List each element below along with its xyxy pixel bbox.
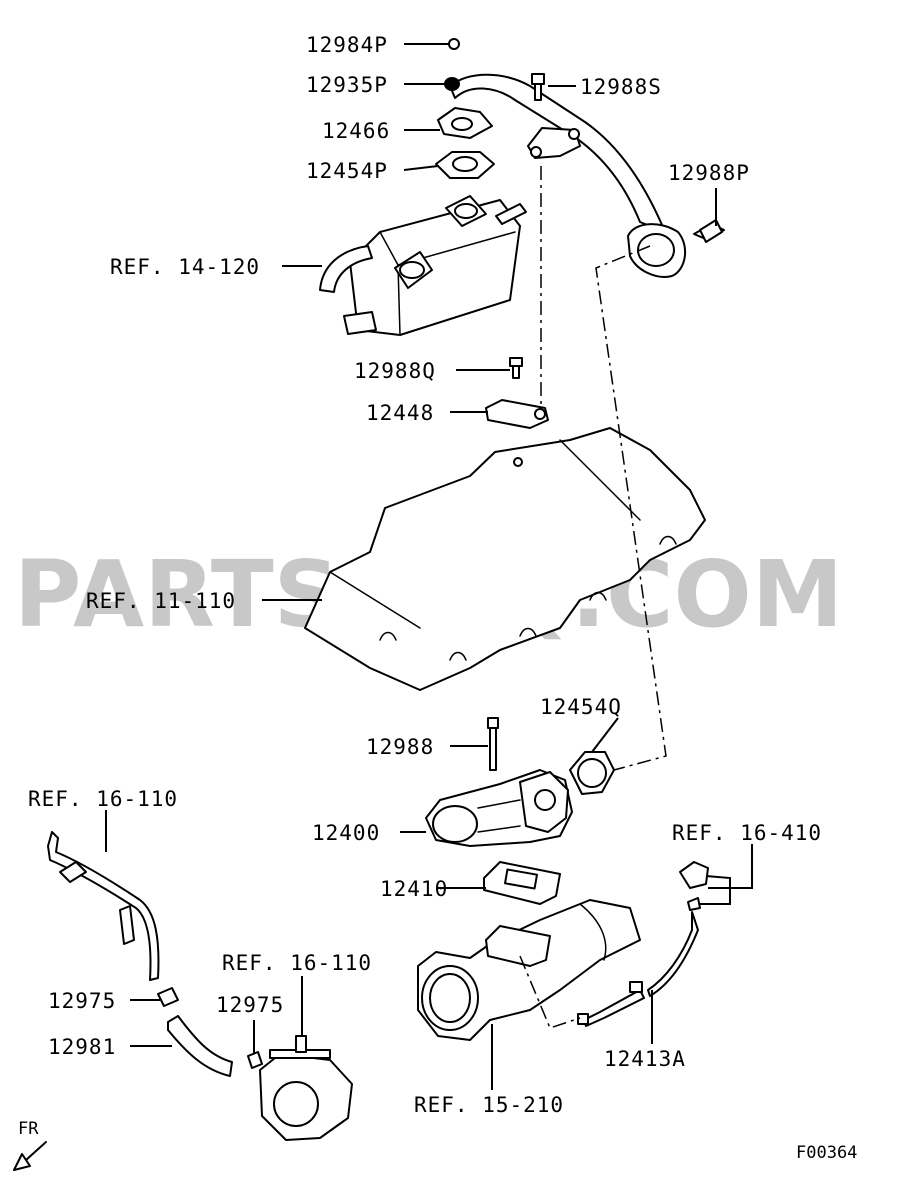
label-12975-right[interactable]: 12975 <box>216 993 284 1017</box>
water-pipe-ref-16-110-left[interactable] <box>47 831 160 981</box>
gasket-12410[interactable] <box>483 861 561 905</box>
nut-12984P[interactable] <box>448 38 460 50</box>
label-ref-15-210[interactable]: REF. 15-210 <box>414 1093 564 1117</box>
label-12935P[interactable]: 12935P <box>306 73 388 97</box>
label-12984P[interactable]: 12984P <box>306 33 388 57</box>
label-12454Q[interactable]: 12454Q <box>540 695 622 719</box>
label-12988[interactable]: 12988 <box>366 735 434 759</box>
front-direction-indicator: FR <box>13 1119 47 1171</box>
intake-pipe-ref-15-210[interactable] <box>417 899 641 1041</box>
egr-valve-12400[interactable] <box>425 717 573 847</box>
label-12410[interactable]: 12410 <box>380 877 448 901</box>
label-12975-left[interactable]: 12975 <box>48 989 116 1013</box>
label-12413A[interactable]: 12413A <box>604 1047 686 1071</box>
sensor-ref-16-410[interactable] <box>679 861 709 911</box>
cylinder-head-ref-11-110[interactable] <box>304 427 706 691</box>
label-12466[interactable]: 12466 <box>322 119 390 143</box>
label-12981[interactable]: 12981 <box>48 1035 116 1059</box>
egr-pipe-12466[interactable] <box>437 73 687 278</box>
clamp-12975-right[interactable] <box>247 1051 263 1069</box>
label-12988P[interactable]: 12988P <box>668 161 750 185</box>
washer-12935P[interactable] <box>444 77 460 91</box>
label-12400[interactable]: 12400 <box>312 821 380 845</box>
egr-cooler-ref-14-120[interactable] <box>319 195 527 336</box>
gasket-12454P[interactable] <box>435 151 495 179</box>
clamp-12975-left[interactable] <box>157 987 179 1007</box>
front-arrow-icon <box>13 1141 47 1171</box>
label-ref-11-110[interactable]: REF. 11-110 <box>86 589 236 613</box>
label-12454P[interactable]: 12454P <box>306 159 388 183</box>
label-12988S[interactable]: 12988S <box>580 75 662 99</box>
bolt-12988S[interactable] <box>531 73 545 101</box>
label-ref-16-410[interactable]: REF. 16-410 <box>672 821 822 845</box>
label-12988Q[interactable]: 12988Q <box>354 359 436 383</box>
bracket-12448[interactable] <box>485 399 549 429</box>
label-ref-16-110-right[interactable]: REF. 16-110 <box>222 951 372 975</box>
label-ref-14-120[interactable]: REF. 14-120 <box>110 255 260 279</box>
bolt-12988Q[interactable] <box>509 357 523 379</box>
label-ref-16-110-left[interactable]: REF. 16-110 <box>28 787 178 811</box>
bolt-12988P[interactable] <box>693 219 725 243</box>
gasket-12454Q[interactable] <box>569 751 615 795</box>
front-label: FR <box>18 1119 39 1139</box>
label-12448[interactable]: 12448 <box>366 401 434 425</box>
thermostat-housing-ref-16-110[interactable] <box>259 1035 353 1141</box>
diagram-code: F00364 <box>796 1143 857 1163</box>
vacuum-hose-12413A[interactable] <box>577 911 699 1027</box>
hose-12981[interactable] <box>167 1015 233 1077</box>
